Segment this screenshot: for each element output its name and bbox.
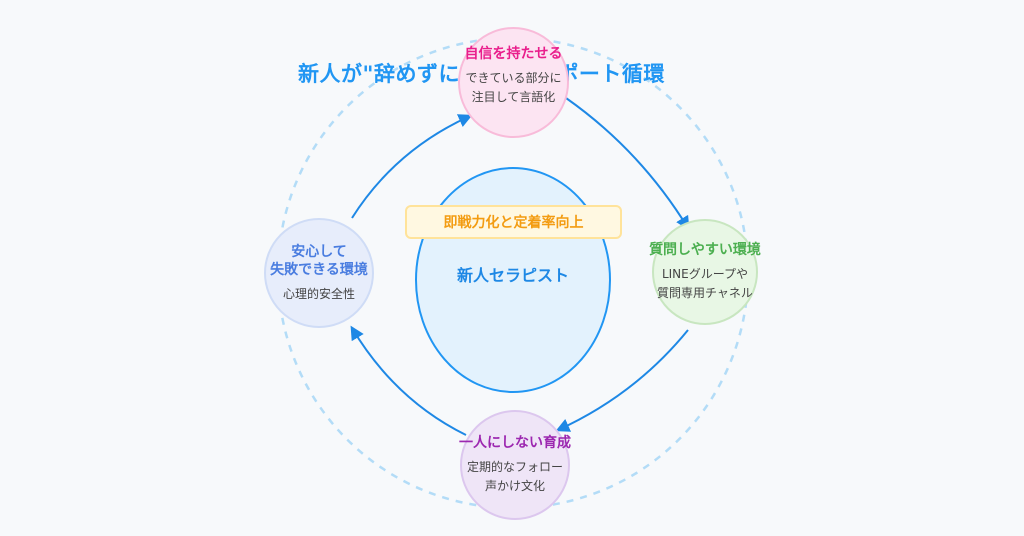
arrow-bottom-to-left: [350, 325, 467, 436]
node-safe-to-fail-heading-2: 失敗できる環境: [270, 261, 368, 278]
node-not-alone-line-2: 声かけ文化: [484, 479, 545, 493]
node-safe-to-fail-heading-1: 安心して: [291, 243, 347, 260]
arrow-top-to-right: [565, 97, 690, 231]
node-easy-questions: 質問しやすい環境 LINEグループや 質問専用チャネル: [649, 219, 761, 325]
node-confidence: 自信を持たせる できている部分に 注目して言語化: [458, 27, 569, 138]
node-safe-to-fail: 安心して 失敗できる環境 心理的安全性: [264, 218, 374, 328]
center-label: 新人セラピスト: [456, 266, 569, 285]
center-banner: 即戦力化と定着率向上: [405, 205, 622, 239]
node-easy-questions-heading: 質問しやすい環境: [649, 242, 761, 258]
node-easy-questions-line-2: 質問専用チャネル: [657, 286, 753, 300]
node-easy-questions-line-1: LINEグループや: [661, 267, 749, 281]
arrow-left-to-top: [351, 114, 473, 219]
node-confidence-line-1: できている部分に: [465, 70, 562, 85]
arrow-right-to-bottom: [555, 329, 689, 432]
node-confidence-line-2: 注目して言語化: [471, 89, 556, 104]
node-confidence-heading: 自信を持たせる: [464, 45, 563, 62]
node-not-alone: 一人にしない育成 定期的なフォロー 声かけ文化: [459, 410, 571, 520]
node-not-alone-heading: 一人にしない育成: [459, 435, 571, 451]
node-safe-to-fail-line-1: 心理的安全性: [282, 286, 355, 301]
node-not-alone-line-1: 定期的なフォロー: [466, 460, 563, 474]
